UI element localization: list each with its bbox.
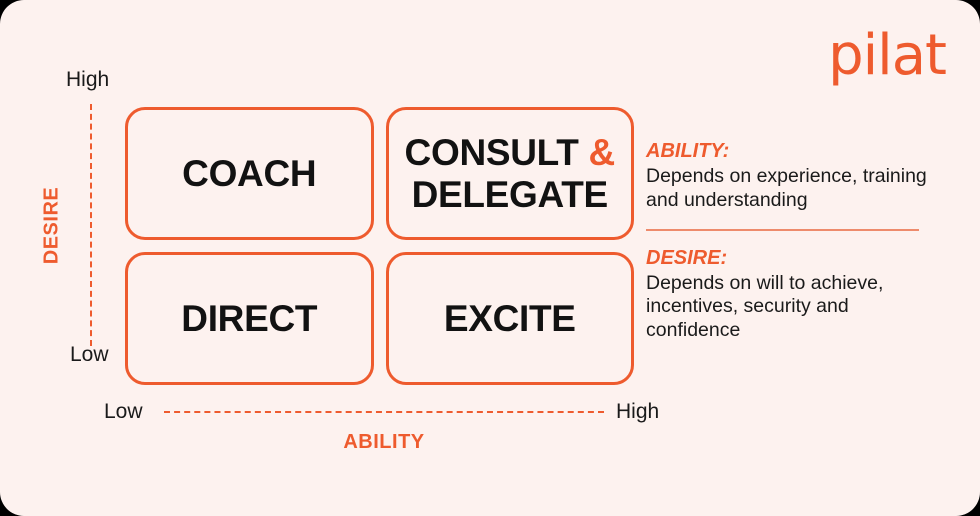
- quadrant-excite[interactable]: EXCITE: [385, 252, 634, 385]
- quadrant-coach[interactable]: COACH: [125, 107, 374, 240]
- legend-desire-title: DESIRE:: [646, 246, 728, 269]
- legend-panel: ABILITY: Depends on experience, training…: [646, 140, 934, 343]
- legend-divider: [646, 228, 919, 231]
- quadrant-consult-line2: DELEGATE: [411, 173, 609, 215]
- y-axis-title: DESIRE: [40, 186, 63, 265]
- legend-ability-body: Depends on experience, training and unde…: [646, 165, 927, 211]
- quadrant-consult-delegate-label: CONSULT & DELEGATE: [404, 132, 616, 215]
- y-axis-low-label: Low: [70, 343, 109, 366]
- pilat-logo: pilat: [828, 23, 947, 88]
- x-axis-low-label: Low: [104, 400, 143, 423]
- x-axis-title: ABILITY: [343, 431, 425, 453]
- quadrant-coach-label: COACH: [182, 152, 317, 194]
- quadrant-consult-ampersand: &: [588, 132, 616, 174]
- quadrant-consult-line1: CONSULT: [404, 132, 579, 174]
- y-axis-high-label: High: [66, 68, 110, 91]
- x-axis-high-label: High: [616, 400, 660, 423]
- quadrant-direct[interactable]: DIRECT: [125, 252, 374, 385]
- y-axis-dashed-line: [90, 104, 92, 346]
- quadrant-grid: COACH CONSULT & DELEGATE DIRECT EXCITE: [125, 107, 634, 385]
- quadrant-direct-label: DIRECT: [181, 297, 318, 339]
- x-axis-dashed-line: [164, 411, 604, 413]
- legend-ability-title: ABILITY:: [646, 140, 730, 162]
- legend-desire-body: Depends on will to achieve, incentives, …: [646, 271, 884, 342]
- quadrant-consult-delegate[interactable]: CONSULT & DELEGATE: [385, 107, 634, 240]
- quadrant-excite-label: EXCITE: [443, 297, 576, 339]
